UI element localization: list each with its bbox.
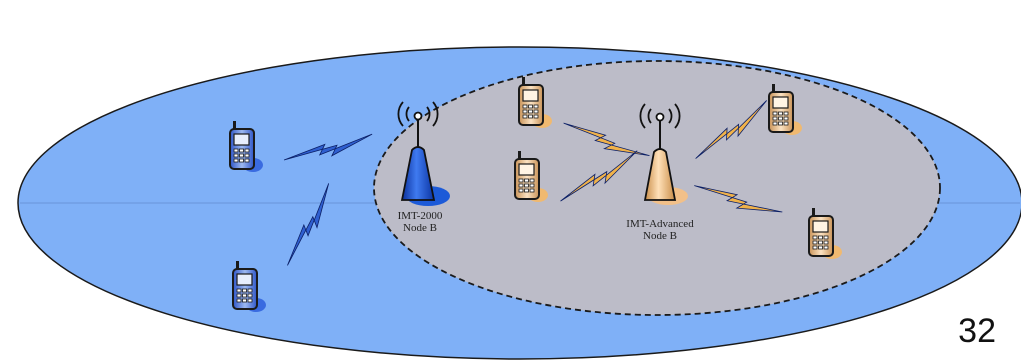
- imt-advanced-label-line1: IMT-Advanced: [626, 218, 694, 230]
- imt-2000-label-line2: Node B: [403, 222, 437, 234]
- imt-2000-label-line1: IMT-2000: [397, 210, 443, 222]
- imt-advanced-node-b-label: IMT-Advanced Node B: [615, 218, 705, 242]
- slide-page-number: 32: [958, 312, 996, 350]
- imt-advanced-label-line2: Node B: [643, 230, 677, 242]
- imt-2000-node-b-tower: [397, 101, 450, 206]
- imt-advanced-node-b-tower: [639, 103, 688, 205]
- imt-2000-node-b-label: IMT-2000 Node B: [385, 210, 455, 234]
